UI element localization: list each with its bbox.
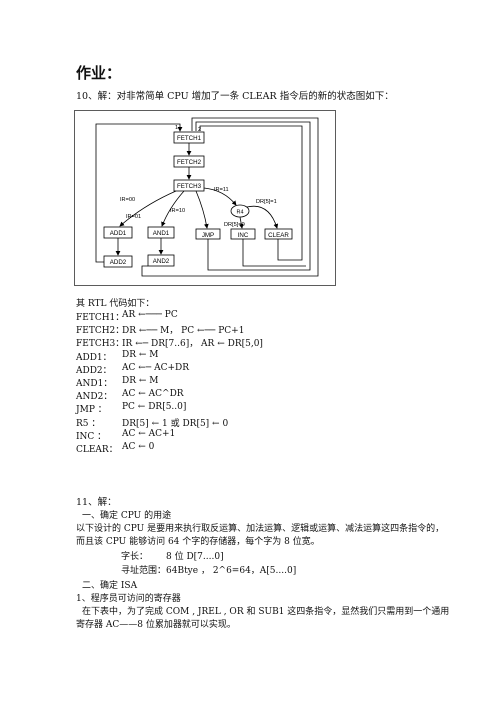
state-fetch1-label: FETCH1 <box>177 135 202 142</box>
edge-label-ir10: IR=10 <box>170 208 185 214</box>
state-inc-label: INC <box>238 232 249 239</box>
state-fetch3 <box>173 179 205 192</box>
rtl-line-expression: IR ←─ DR[7..6]， AR ← DR[5,0] <box>122 339 263 350</box>
q11-section1-para2: 而且该 CPU 能够访问 64 个字的存储器，每个字为 8 位宽。 <box>76 537 320 547</box>
rtl-line-label: ADD2： <box>76 365 112 376</box>
edge-fetch3-and1 <box>161 190 185 227</box>
word-length-label: 字长： <box>121 552 149 562</box>
q11-section2-subtitle: 1、程序员可访问的寄存器 <box>76 594 181 604</box>
edge-fetch3-add1 <box>119 190 177 227</box>
rtl-line-label: INC ： <box>76 431 107 442</box>
q11-section1-para1: 以下设计的 CPU 是要用来执行取反运算、加法运算、逻辑或运算、减法运算这四条指… <box>76 524 445 534</box>
rtl-line-expression: AC ←─ AC+DR <box>122 362 189 373</box>
rtl-line-expression: DR ←── M， PC ←── PC+1 <box>122 326 245 337</box>
edge-fetch3-jmp <box>195 190 209 229</box>
word-length-value: 8 位 D[7....0] <box>166 552 224 562</box>
rtl-line-expression: AC ← AC+1 <box>122 428 176 439</box>
state-add2 <box>103 255 133 268</box>
rtl-line-expression: AR ←─── PC <box>122 310 178 320</box>
rtl-line-label: ADD1： <box>76 352 112 363</box>
edge-r4-clear <box>246 205 279 229</box>
q11-section2-para2: 寄存器 AC——8 位累加器就可以实现。 <box>76 620 236 630</box>
q11-section1-title: 一、确定 CPU 的用途 <box>82 511 172 521</box>
edge-fetch3-r4 <box>203 187 237 206</box>
state-and2 <box>147 254 175 267</box>
rtl-line-label: FETCH1： <box>76 313 125 323</box>
rtl-line-expression: DR ← M <box>122 349 159 360</box>
address-range-value: 64Btye ， 2^6=64，A[5....0] <box>166 566 297 576</box>
edge-clear-fetch1 <box>199 125 303 261</box>
rtl-line-expression: AC ← AC^DR <box>122 389 184 400</box>
address-range-label: 寻址范围： <box>121 566 167 576</box>
decision-r4-label: R4 <box>236 210 243 216</box>
edge-r4-inc <box>238 216 244 229</box>
rtl-line-label: FETCH2： <box>76 326 125 337</box>
q11-section2-para1: 在下表中，为了完成 COM , JREL , OR 和 SUB1 这四条指令，显… <box>82 607 450 617</box>
rtl-line-expression: DR ← M <box>122 376 159 386</box>
edge-jmp-fetch1 <box>195 121 311 271</box>
fetch1-mark-1: 1 <box>175 125 178 131</box>
page-title: 作业： <box>76 64 122 82</box>
state-add1-label: ADD1 <box>110 230 127 237</box>
edge-label-dr5-1: DR[5]=1 <box>256 199 277 205</box>
diagram-frame <box>74 110 336 286</box>
rtl-line-expression: DR[5] ← 1 或 DR[5] ← 0 <box>122 418 229 429</box>
state-fetch3-label: FETCH3 <box>177 183 202 190</box>
edge-label-ir01: IR=01 <box>126 214 141 220</box>
state-diagram: FETCH1 FETCH2 FETCH3 ADD1 AND1 JMP INC C… <box>74 110 336 286</box>
rtl-line-label: FETCH3： <box>76 339 125 350</box>
rtl-line-label: CLEAR： <box>76 445 118 455</box>
rtl-line-label: JMP ： <box>76 405 107 416</box>
state-and1-label: AND1 <box>153 230 170 237</box>
state-clear <box>264 228 293 240</box>
rtl-line-expression: PC ← DR[5..0] <box>122 402 187 413</box>
question-10-text: 10、解：对非常简单 CPU 增加了一条 CLEAR 指令后的新的状态图如下： <box>76 91 394 102</box>
edge-label-dr5-0: DR[5]=0 <box>224 222 245 228</box>
state-jmp-label: JMP <box>202 232 214 239</box>
rtl-line-label: AND2： <box>76 392 113 403</box>
q11-heading: 11、解： <box>76 497 117 508</box>
rtl-line-label: R5 ： <box>76 418 101 429</box>
q11-section2-title: 二、确定 ISA <box>82 581 138 591</box>
edge-add2-fetch1 <box>95 123 183 263</box>
rtl-line-expression: AC ← 0 <box>122 442 155 452</box>
fetch1-mark-2: 2 <box>198 127 201 133</box>
state-fetch2-label: FETCH2 <box>177 159 202 166</box>
state-add2-label: ADD2 <box>110 259 127 266</box>
edge-label-ir11: IR=11 <box>214 187 229 193</box>
rtl-intro: 其 RTL 代码如下： <box>76 299 155 309</box>
state-clear-label: CLEAR <box>268 232 289 239</box>
edge-and2-fetch1 <box>141 117 319 277</box>
edge-label-ir00: IR=00 <box>120 197 135 203</box>
rtl-line-label: AND1： <box>76 379 113 389</box>
state-and2-label: AND2 <box>153 258 170 265</box>
edge-inc-fetch1 <box>242 239 306 267</box>
